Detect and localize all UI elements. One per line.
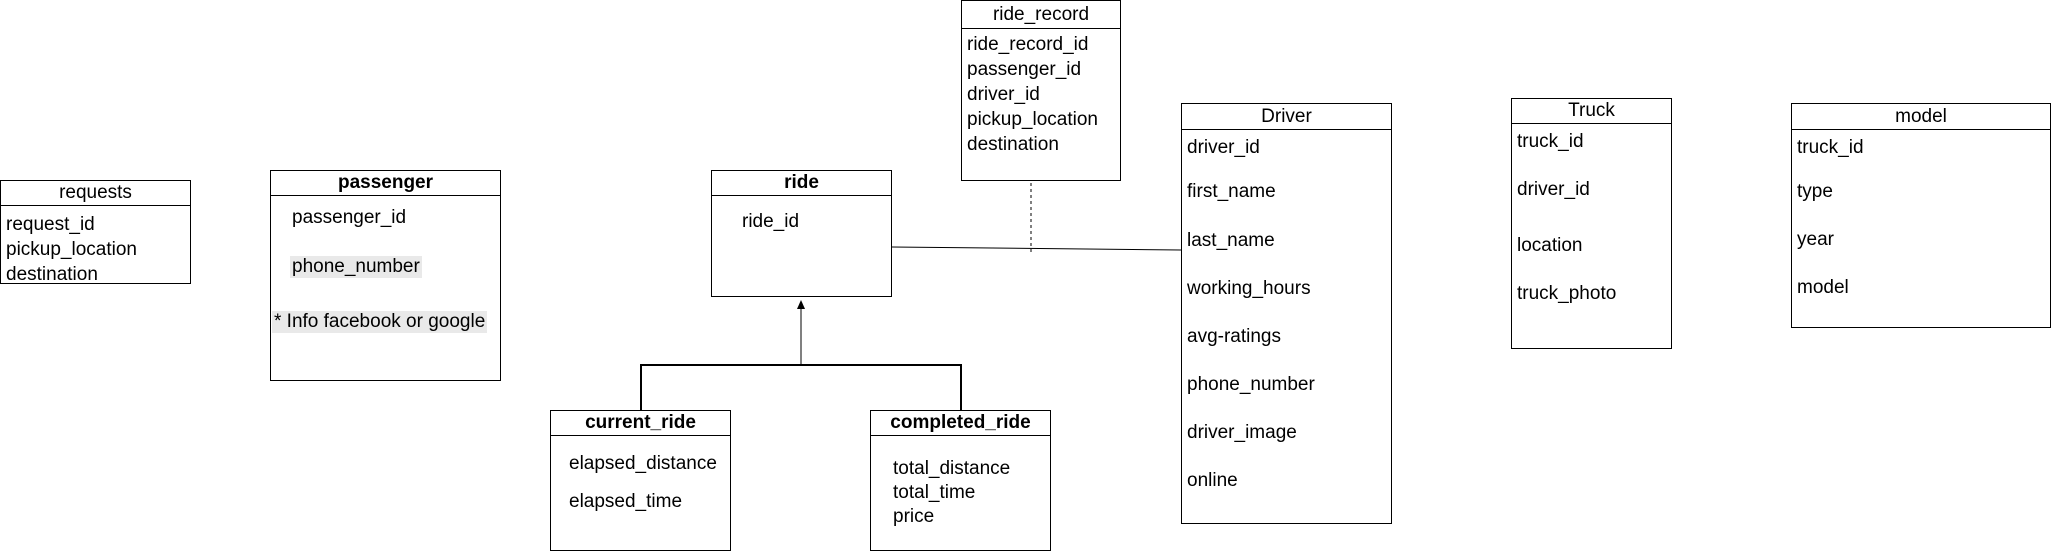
- entity-current-ride[interactable]: current_ride elapsed_distance elapsed_ti…: [550, 410, 731, 551]
- attr-passenger-id: passenger_id: [292, 207, 407, 228]
- inheritance-branch: [640, 364, 962, 410]
- attr-driver-id: driver_id: [1517, 179, 1590, 200]
- attr-year: year: [1797, 229, 1834, 250]
- entity-requests[interactable]: requests request_id pickup_location dest…: [0, 180, 191, 285]
- attr-ride-record-id: ride_record_id: [967, 34, 1089, 55]
- attr-truck-photo: truck_photo: [1517, 283, 1617, 304]
- inheritance-arrowhead: [797, 300, 805, 309]
- attr-social-info-note: * Info facebook or google: [272, 311, 488, 333]
- attr-location: location: [1517, 235, 1583, 256]
- entity-ride-record[interactable]: ride_record ride_record_id passenger_id …: [961, 0, 1121, 181]
- attr-elapsed-time: elapsed_time: [569, 491, 683, 512]
- attr-total-time: total_time: [893, 482, 976, 503]
- entity-title: current_ride: [551, 411, 730, 436]
- attr-total-distance: total_distance: [893, 458, 1011, 479]
- attr-driver-id: driver_id: [1187, 137, 1260, 158]
- ride-driver-association: [891, 246, 1182, 251]
- entity-title: Truck: [1512, 99, 1671, 124]
- entity-title: Driver: [1182, 104, 1391, 130]
- entity-driver[interactable]: Driver driver_id first_name last_name wo…: [1181, 103, 1392, 524]
- entity-title: ride: [712, 171, 891, 196]
- attr-phone-number: phone_number: [1187, 374, 1315, 395]
- attr-model: model: [1797, 277, 1849, 298]
- attr-driver-image: driver_image: [1187, 422, 1297, 443]
- attr-driver-id: driver_id: [967, 84, 1040, 105]
- attr-pickup-location: pickup_location: [6, 239, 137, 260]
- entity-completed-ride[interactable]: completed_ride total_distance total_time…: [870, 410, 1051, 551]
- attr-working-hours: working_hours: [1187, 278, 1311, 299]
- attr-pickup-location: pickup_location: [967, 109, 1098, 130]
- attr-last-name: last_name: [1187, 230, 1275, 251]
- entity-ride[interactable]: ride ride_id: [711, 170, 892, 297]
- attr-elapsed-distance: elapsed_distance: [569, 453, 717, 474]
- entity-passenger[interactable]: passenger passenger_id phone_number * In…: [270, 170, 501, 381]
- attr-type: type: [1797, 181, 1833, 202]
- attr-price: price: [893, 506, 935, 527]
- attr-truck-id: truck_id: [1797, 137, 1864, 158]
- attr-destination: destination: [967, 134, 1059, 155]
- entity-title: passenger: [271, 171, 500, 196]
- attr-passenger-id: passenger_id: [967, 59, 1082, 80]
- attr-first-name: first_name: [1187, 181, 1276, 202]
- entity-title: requests: [1, 181, 190, 206]
- entity-truck[interactable]: Truck truck_id driver_id location truck_…: [1511, 98, 1672, 349]
- attr-avg-ratings: avg-ratings: [1187, 326, 1281, 347]
- attr-request-id: request_id: [6, 214, 95, 235]
- entity-title: model: [1792, 104, 2050, 130]
- attr-destination: destination: [6, 264, 98, 285]
- attr-truck-id: truck_id: [1517, 131, 1584, 152]
- attr-phone-number: phone_number: [290, 256, 422, 278]
- entity-title: ride_record: [962, 1, 1120, 29]
- attr-ride-id: ride_id: [742, 211, 800, 232]
- attr-online: online: [1187, 470, 1238, 491]
- entity-title: completed_ride: [871, 411, 1050, 436]
- entity-model[interactable]: model truck_id type year model: [1791, 103, 2051, 328]
